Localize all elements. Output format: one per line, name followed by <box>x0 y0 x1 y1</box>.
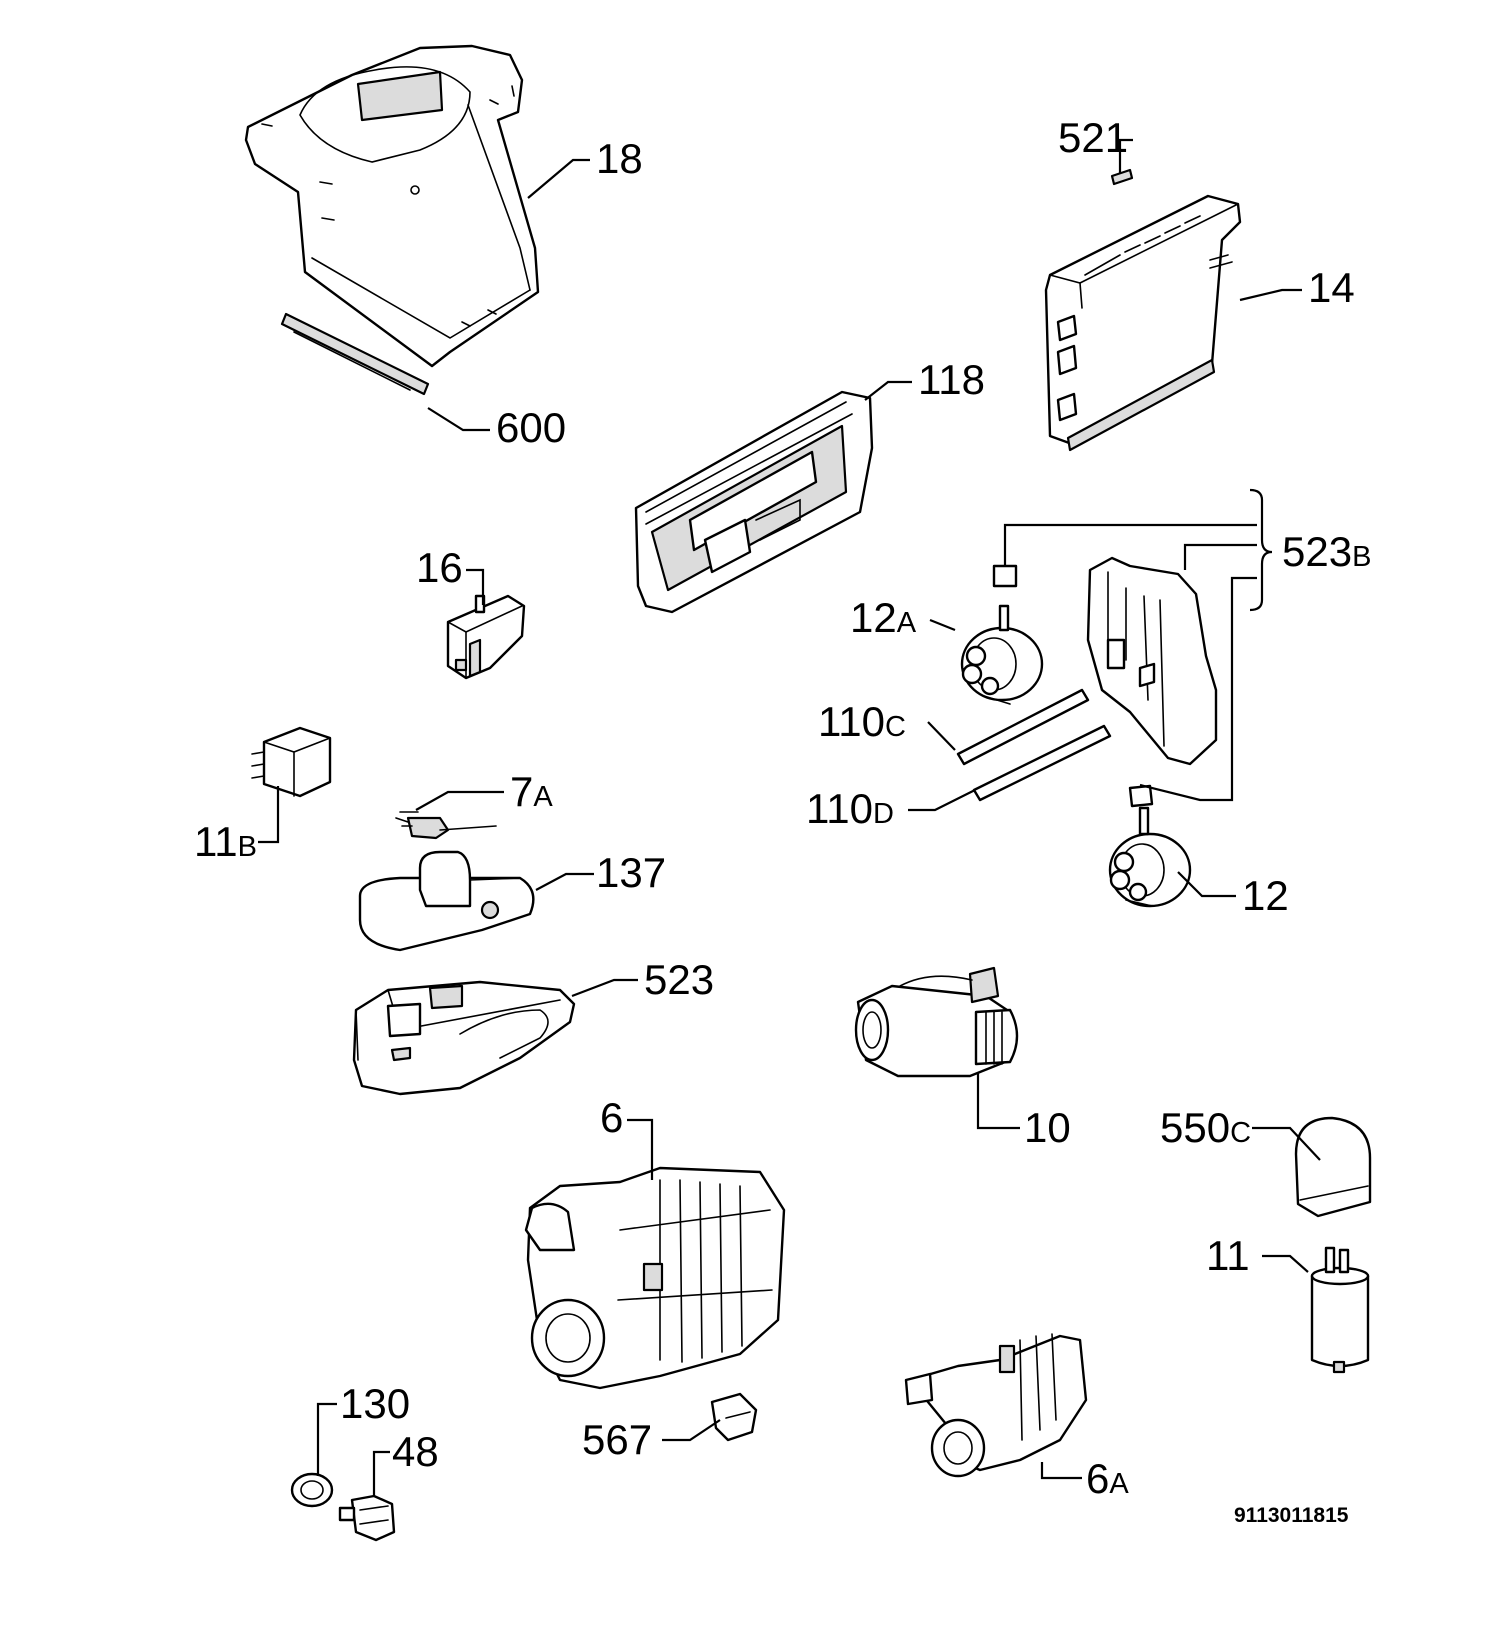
callout-567: 567 <box>582 1416 652 1463</box>
callout-12: 12 <box>1242 872 1289 919</box>
part-110c-hose <box>956 688 1090 766</box>
callout-48: 48 <box>392 1428 439 1475</box>
callout-6: 6 <box>600 1094 623 1141</box>
part-10-heater <box>854 966 1019 1078</box>
part-137-cover <box>358 850 535 952</box>
part-18-duct <box>244 44 540 368</box>
callout-18: 18 <box>596 135 643 182</box>
part-12-pressure-switch <box>1108 806 1192 908</box>
callout-118: 118 <box>918 356 985 403</box>
callout-110c: 110C <box>818 698 906 745</box>
callout-110d: 110D <box>806 785 894 832</box>
callout-10: 10 <box>1024 1104 1071 1151</box>
callout-600: 600 <box>496 404 566 451</box>
callout-11: 11 <box>1206 1232 1250 1279</box>
part-11b-relay <box>251 726 332 798</box>
callout-14: 14 <box>1308 264 1355 311</box>
part-6a-drain-pump <box>904 1333 1088 1478</box>
leader-lines <box>258 138 1321 1496</box>
callout-16: 16 <box>416 544 463 591</box>
part-6-wash-motor <box>524 1166 786 1390</box>
part-11-capacitor <box>1310 1246 1370 1374</box>
part-130-o-ring <box>290 1472 334 1508</box>
part-600-strip <box>280 312 430 396</box>
part-12a-pressure-switch <box>960 604 1044 705</box>
callout-11b: 11B <box>194 818 257 865</box>
part-110d-hose <box>972 724 1112 802</box>
part-14-control-module <box>1044 194 1242 452</box>
part-523b-bracket <box>992 556 1218 808</box>
part-48-plug <box>338 1494 396 1542</box>
callout-130: 130 <box>340 1380 410 1427</box>
callout-labels: 18 600 521 14 118 523B 12A 16 110C 110D … <box>194 114 1371 1527</box>
callout-6a: 6A <box>1086 1455 1129 1502</box>
document-number: 9113011815 <box>1234 1504 1349 1527</box>
part-550c-cap <box>1294 1116 1372 1218</box>
callout-550c: 550C <box>1160 1104 1251 1151</box>
part-16-switch <box>446 594 526 680</box>
callout-523b: 523B <box>1282 528 1371 575</box>
part-7a-clip <box>395 811 497 840</box>
callout-7a: 7A <box>510 768 553 815</box>
part-523-housing <box>352 980 576 1096</box>
callout-521: 521 <box>1058 114 1128 161</box>
part-521-plug <box>1110 168 1134 186</box>
callout-12a: 12A <box>850 594 917 641</box>
part-118-dispenser <box>634 390 874 614</box>
callout-137: 137 <box>596 849 666 896</box>
callout-523: 523 <box>644 956 714 1003</box>
part-567-clip <box>710 1392 758 1442</box>
